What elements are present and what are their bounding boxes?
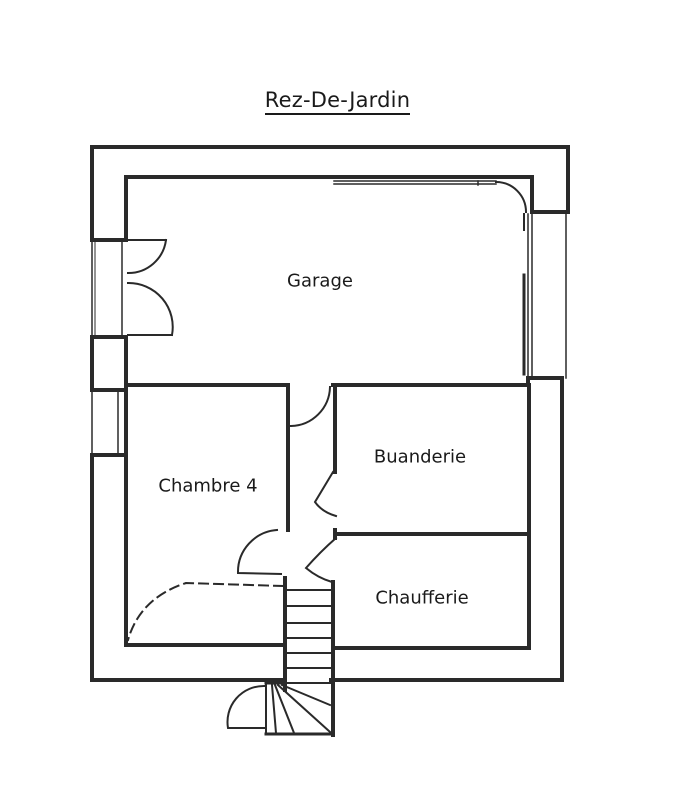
chambre-4-door <box>236 528 283 576</box>
chambre-4-swing-dashed <box>126 581 285 642</box>
garage-sliding-door-top <box>333 180 528 214</box>
left-openings <box>91 239 123 456</box>
room-label-chaufferie: Chaufferie <box>375 587 469 609</box>
hall-door-top <box>289 385 332 428</box>
outer-walls <box>90 145 570 682</box>
plan-title-text: Rez-De-Jardin <box>264 88 411 115</box>
room-label-chambre-4: Chambre 4 <box>158 475 258 497</box>
garage-double-door <box>126 238 174 337</box>
room-label-garage: Garage <box>287 270 353 292</box>
buanderie-door <box>313 470 338 518</box>
chaufferie-door <box>304 536 338 584</box>
room-label-buanderie: Buanderie <box>373 446 467 468</box>
garage-sliding-door-right <box>522 211 567 379</box>
plan-title: Rez-De-Jardin <box>0 88 675 115</box>
inner-walls <box>90 175 570 650</box>
staircase <box>226 576 335 737</box>
